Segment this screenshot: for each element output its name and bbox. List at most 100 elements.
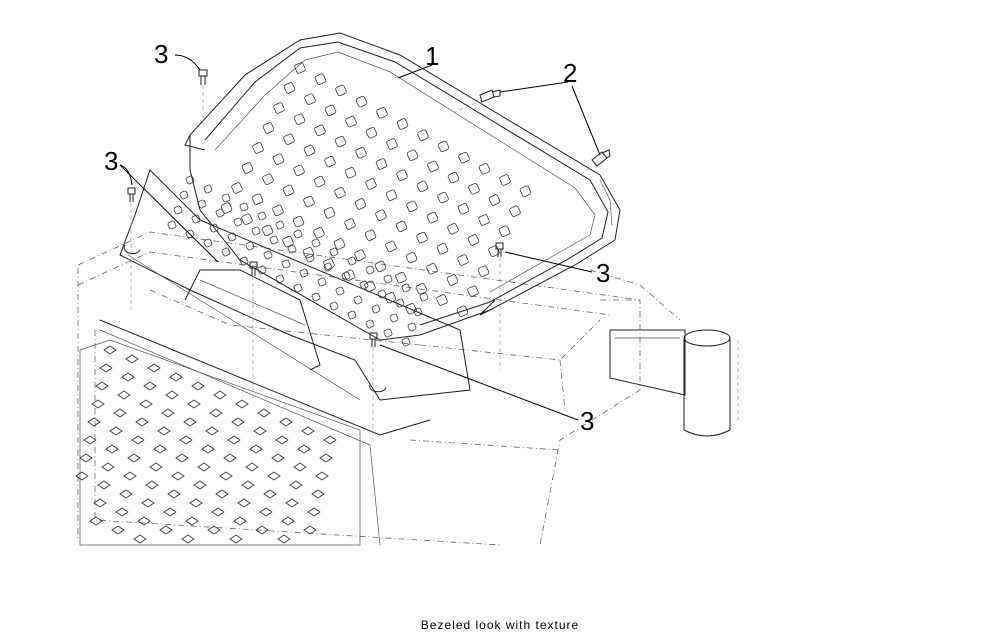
floor-texture-bump (115, 507, 129, 517)
lower-pan-texture-hole (413, 307, 423, 317)
panel-texture-hole (477, 265, 490, 277)
lower-pan-texture-hole (281, 259, 291, 269)
floor-texture-bump (153, 444, 167, 454)
panel-texture-hole (406, 149, 419, 161)
floor-texture-bump (237, 498, 251, 508)
panel-texture-hole (509, 205, 521, 217)
floor-texture-bump (185, 516, 199, 526)
floor-texture-bump (179, 435, 193, 445)
floor-texture-bump (101, 462, 115, 472)
panel-texture-hole (499, 174, 511, 186)
panel-texture-hole (292, 215, 305, 228)
lower-pan-texture-hole (173, 205, 183, 215)
floor-texture-bump (267, 471, 281, 481)
panel-texture-hole (457, 254, 469, 266)
floor-texture-bump (141, 498, 155, 508)
lower-pan-texture-hole (275, 220, 285, 230)
floor-texture-bump (137, 516, 151, 526)
panel-texture-hole (365, 127, 378, 139)
floor-texture-bump (95, 381, 109, 391)
floor-texture-bump (205, 426, 219, 436)
callout-3-top-left: 3 (154, 39, 168, 69)
panel-texture-hole (374, 260, 387, 273)
panel-texture-hole (261, 224, 274, 237)
floor-texture-bump (257, 408, 271, 418)
floor-texture-bump (111, 525, 125, 535)
footer-caption: Bezeled look with texture (420, 618, 580, 632)
floor-texture-bump (169, 372, 183, 382)
leader-lines (119, 54, 601, 421)
floor-texture-bump (241, 480, 255, 490)
floor-texture-bump (323, 435, 337, 445)
lower-pan-texture-hole (395, 298, 405, 308)
callouts: 1 2 3 3 3 3 (104, 39, 610, 436)
lower-pan-texture-hole (185, 229, 195, 239)
panel-texture-hole (396, 169, 408, 181)
floor-texture-bump (307, 507, 321, 517)
floor-texture-bump (235, 399, 249, 409)
panel-texture-hole (324, 104, 337, 117)
lower-pan-texture-hole (371, 304, 381, 314)
panel-texture-hole (436, 294, 448, 306)
floor-texture-bump (209, 408, 223, 418)
floor-texture-bump (89, 516, 103, 526)
callout-3-right: 3 (596, 258, 610, 288)
panel-texture-hole (323, 207, 336, 219)
lower-pan-texture-hole (317, 277, 327, 287)
lower-pan-texture-hole (221, 193, 231, 203)
panel-texture-hole (364, 229, 377, 241)
floor-texture-bump (161, 408, 175, 418)
panel-texture-hole (354, 198, 367, 210)
floor-plate-texture (75, 345, 337, 544)
callout-3-left: 3 (104, 146, 118, 176)
panel-texture-hole (395, 220, 408, 233)
floor-texture-bump (289, 480, 303, 490)
panel-texture-hole (375, 158, 388, 170)
panel-texture-hole (294, 62, 306, 74)
panel-texture-hole (415, 283, 428, 295)
panel-texture-hole (313, 227, 325, 239)
panel-texture-hole (251, 193, 264, 205)
floor-texture-bump (83, 435, 97, 445)
panel-texture-hole (498, 225, 511, 237)
floor-texture-bump (231, 417, 245, 427)
panel-texture-hole (365, 178, 377, 190)
floor-texture-bump (93, 498, 107, 508)
screw-icon (249, 261, 258, 400)
panel-texture-hole (314, 124, 326, 137)
lower-pan-texture-hole (323, 262, 333, 272)
floor-texture-bump (165, 390, 179, 400)
panel-texture-hole (293, 113, 306, 125)
floor-texture-bump (159, 525, 173, 535)
floor-texture-bump (279, 417, 293, 427)
panel-texture-hole (313, 175, 326, 188)
floor-texture-bump (147, 363, 161, 373)
floor-texture-bump (149, 462, 163, 472)
panel-texture-hole (405, 303, 417, 315)
lower-pan-texture-hole (239, 202, 249, 212)
panel-texture-hole (335, 84, 347, 97)
lower-pan-texture-hole (257, 265, 267, 275)
lower-pan-texture-hole (203, 238, 213, 248)
panel-texture-hole (355, 95, 368, 108)
lower-pan-texture-hole (293, 283, 303, 293)
floor-texture-bump (163, 507, 177, 517)
floor-texture-bump (311, 489, 325, 499)
lower-pan-texture-hole (365, 319, 375, 329)
panel-texture-hole (417, 129, 429, 141)
floor-texture-bump (201, 444, 215, 454)
panel-texture-hole (302, 247, 315, 259)
panel-texture-hole (272, 204, 284, 217)
support-post (589, 269, 739, 437)
floor-texture-bump (207, 525, 221, 535)
panel-texture-hole (282, 184, 295, 197)
floor-texture-bump (263, 489, 277, 499)
lower-pan-texture-hole (191, 214, 201, 224)
floor-texture-bump (75, 471, 89, 481)
floor-texture-bump (301, 426, 315, 436)
lower-pan-texture-hole (299, 268, 309, 278)
floor-texture-bump (215, 489, 229, 499)
floor-texture-bump (135, 417, 149, 427)
panel-texture-hole (478, 214, 490, 226)
panel-texture-hole (241, 162, 254, 174)
